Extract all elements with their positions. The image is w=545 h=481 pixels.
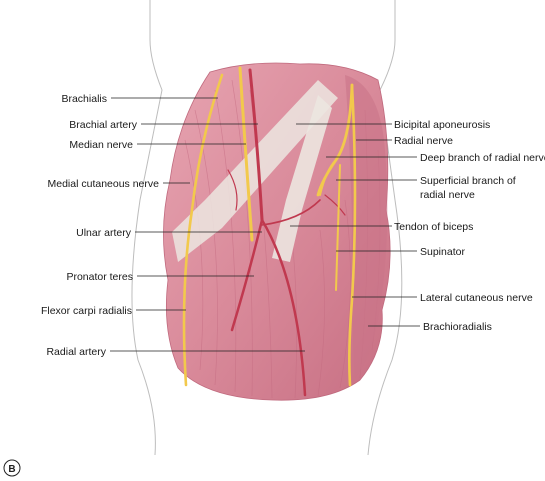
forearm-muscle-mass (163, 62, 391, 401)
label-medial-cutaneous-nerve: Medial cutaneous nerve (48, 178, 160, 190)
bicipital-aponeurosis (172, 80, 338, 262)
label-radial-nerve: Radial nerve (394, 135, 453, 147)
label-ulnar-artery: Ulnar artery (76, 227, 132, 239)
deep-branch-radial-nerve (319, 159, 337, 196)
radial-artery (260, 218, 307, 397)
ulnar-artery (230, 218, 264, 332)
lateral-cutaneous-nerve (348, 83, 357, 387)
label-tendon-of-biceps: Tendon of biceps (394, 221, 473, 233)
label-lateral-cutaneous-nerve: Lateral cutaneous nerve (420, 292, 533, 304)
panel-badge: B (3, 459, 21, 477)
limb-outline (131, 0, 403, 456)
nerves (182, 66, 357, 387)
label-superficial-branch-line1: Superficial branch of (420, 175, 516, 187)
label-brachioradialis: Brachioradialis (423, 321, 492, 333)
superficial-branch-radial-nerve (335, 164, 341, 291)
label-brachialis: Brachialis (61, 93, 107, 105)
label-pronator-teres: Pronator teres (66, 271, 133, 283)
brachial-artery (248, 68, 264, 222)
arteries (227, 68, 346, 397)
label-radial-artery: Radial artery (46, 346, 106, 358)
leader-lines-right (290, 123, 420, 327)
label-flexor-carpi-radialis: Flexor carpi radialis (41, 305, 132, 317)
labels-right: Bicipital aponeurosis Radial nerve Deep … (394, 119, 545, 333)
label-bicipital-aponeurosis: Bicipital aponeurosis (394, 119, 490, 131)
label-supinator: Supinator (420, 246, 465, 258)
label-median-nerve: Median nerve (69, 139, 133, 151)
label-brachial-artery: Brachial artery (69, 119, 137, 131)
medial-cutaneous-nerve (182, 73, 224, 387)
labels-left: Brachialis Brachial artery Median nerve … (41, 93, 159, 358)
median-nerve (238, 66, 254, 242)
panel-label: B (8, 464, 15, 475)
label-deep-branch-radial-nerve: Deep branch of radial nerve (420, 152, 545, 164)
label-superficial-branch-line2: radial nerve (420, 189, 475, 201)
leader-lines-left (110, 97, 305, 352)
